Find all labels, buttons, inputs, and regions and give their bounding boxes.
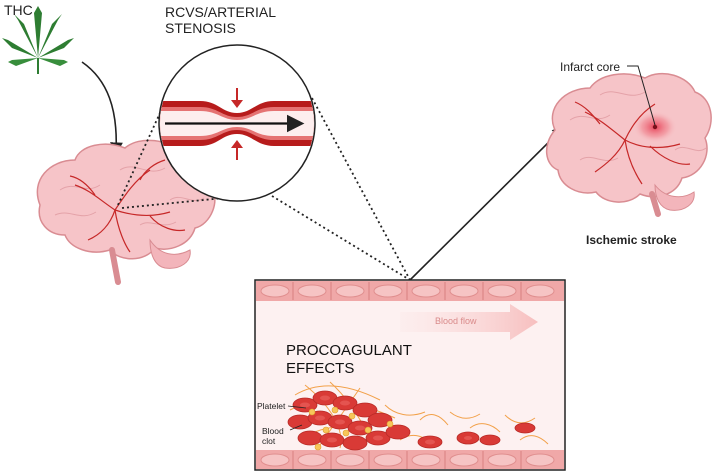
infarct-core-dot bbox=[652, 124, 658, 130]
infarct-core-label: Infarct core bbox=[560, 60, 621, 74]
stenosis-label-line2: STENOSIS bbox=[165, 20, 236, 36]
clot-leader-line bbox=[289, 424, 303, 431]
blood-clot-label: Blood clot bbox=[262, 426, 284, 446]
zoom-connector-lines bbox=[271, 97, 411, 281]
left-brain-illustration bbox=[36, 139, 216, 285]
stenosis-label-line1: RCVS/ARTERIAL bbox=[165, 4, 276, 20]
blood-flow-label: Blood flow bbox=[435, 316, 477, 326]
cannabis-leaf-icon bbox=[2, 6, 74, 74]
thc-label: THC bbox=[4, 2, 33, 18]
blood-vessel-section bbox=[254, 279, 566, 471]
infarct-leader-line bbox=[627, 65, 656, 126]
to-stroke-arrow bbox=[409, 125, 566, 281]
blood-flow-arrow bbox=[400, 304, 538, 340]
stenosis-label: RCVS/ARTERIAL STENOSIS bbox=[165, 4, 276, 36]
platelet-leader-line bbox=[287, 405, 307, 409]
stenosis-magnifier bbox=[158, 44, 316, 202]
magnifier-connector-lines bbox=[117, 101, 245, 209]
procoagulant-label: PROCOAGULANT EFFECTS bbox=[286, 342, 412, 378]
platelets bbox=[308, 406, 394, 451]
platelet-label: Platelet bbox=[257, 401, 286, 411]
ischemic-stroke-label: Ischemic stroke bbox=[586, 233, 677, 247]
procoagulant-label-line2: EFFECTS bbox=[286, 360, 355, 377]
procoagulant-label-line1: PROCOAGULANT bbox=[286, 342, 412, 359]
right-brain-illustration bbox=[546, 72, 712, 217]
thc-to-brain-arrow bbox=[81, 61, 123, 156]
